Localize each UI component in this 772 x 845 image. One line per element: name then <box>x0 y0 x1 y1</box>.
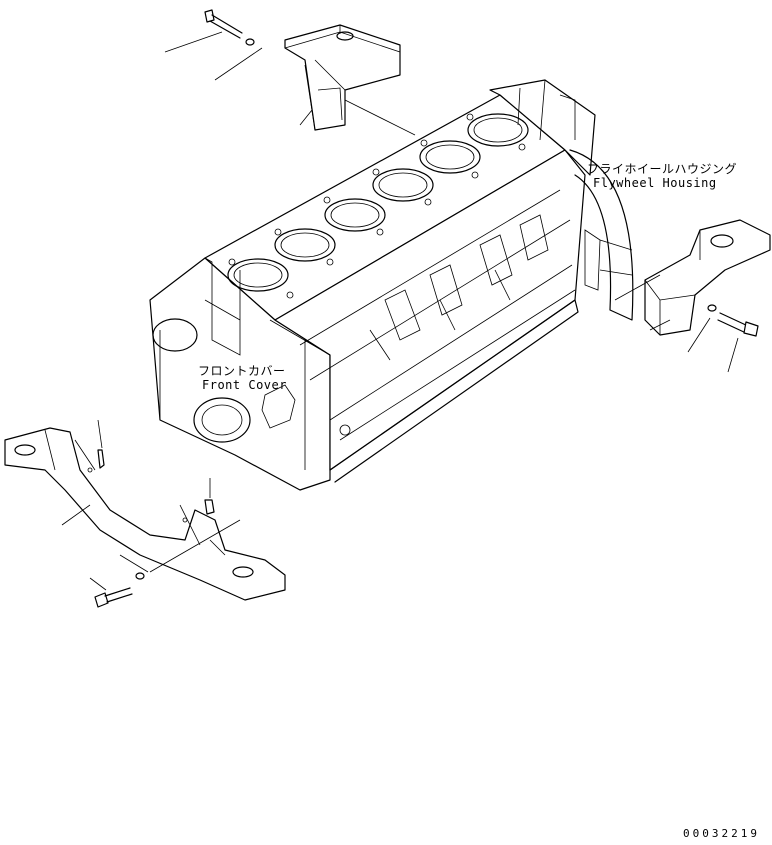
front-cover-label: フロントカバー Front Cover <box>198 364 287 392</box>
dowel-pins <box>97 449 215 515</box>
front-cover-label-en: Front Cover <box>202 378 287 392</box>
drawing-number: 00032219 <box>683 827 760 840</box>
front-bolt <box>94 572 145 608</box>
front-cover-label-jp: フロントカバー <box>198 364 286 378</box>
flywheel-housing-label-en: Flywheel Housing <box>593 176 717 190</box>
right-bolt <box>707 304 759 337</box>
flywheel-housing-outline <box>569 149 634 321</box>
top-bolt <box>204 9 255 46</box>
right-bracket <box>644 219 771 336</box>
engine-block <box>149 79 596 491</box>
flywheel-housing-label-jp: フライホイールハウジング <box>587 162 738 176</box>
top-bracket <box>284 24 401 131</box>
front-bracket <box>4 427 286 601</box>
flywheel-housing-label: フライホイールハウジング Flywheel Housing <box>587 162 737 190</box>
